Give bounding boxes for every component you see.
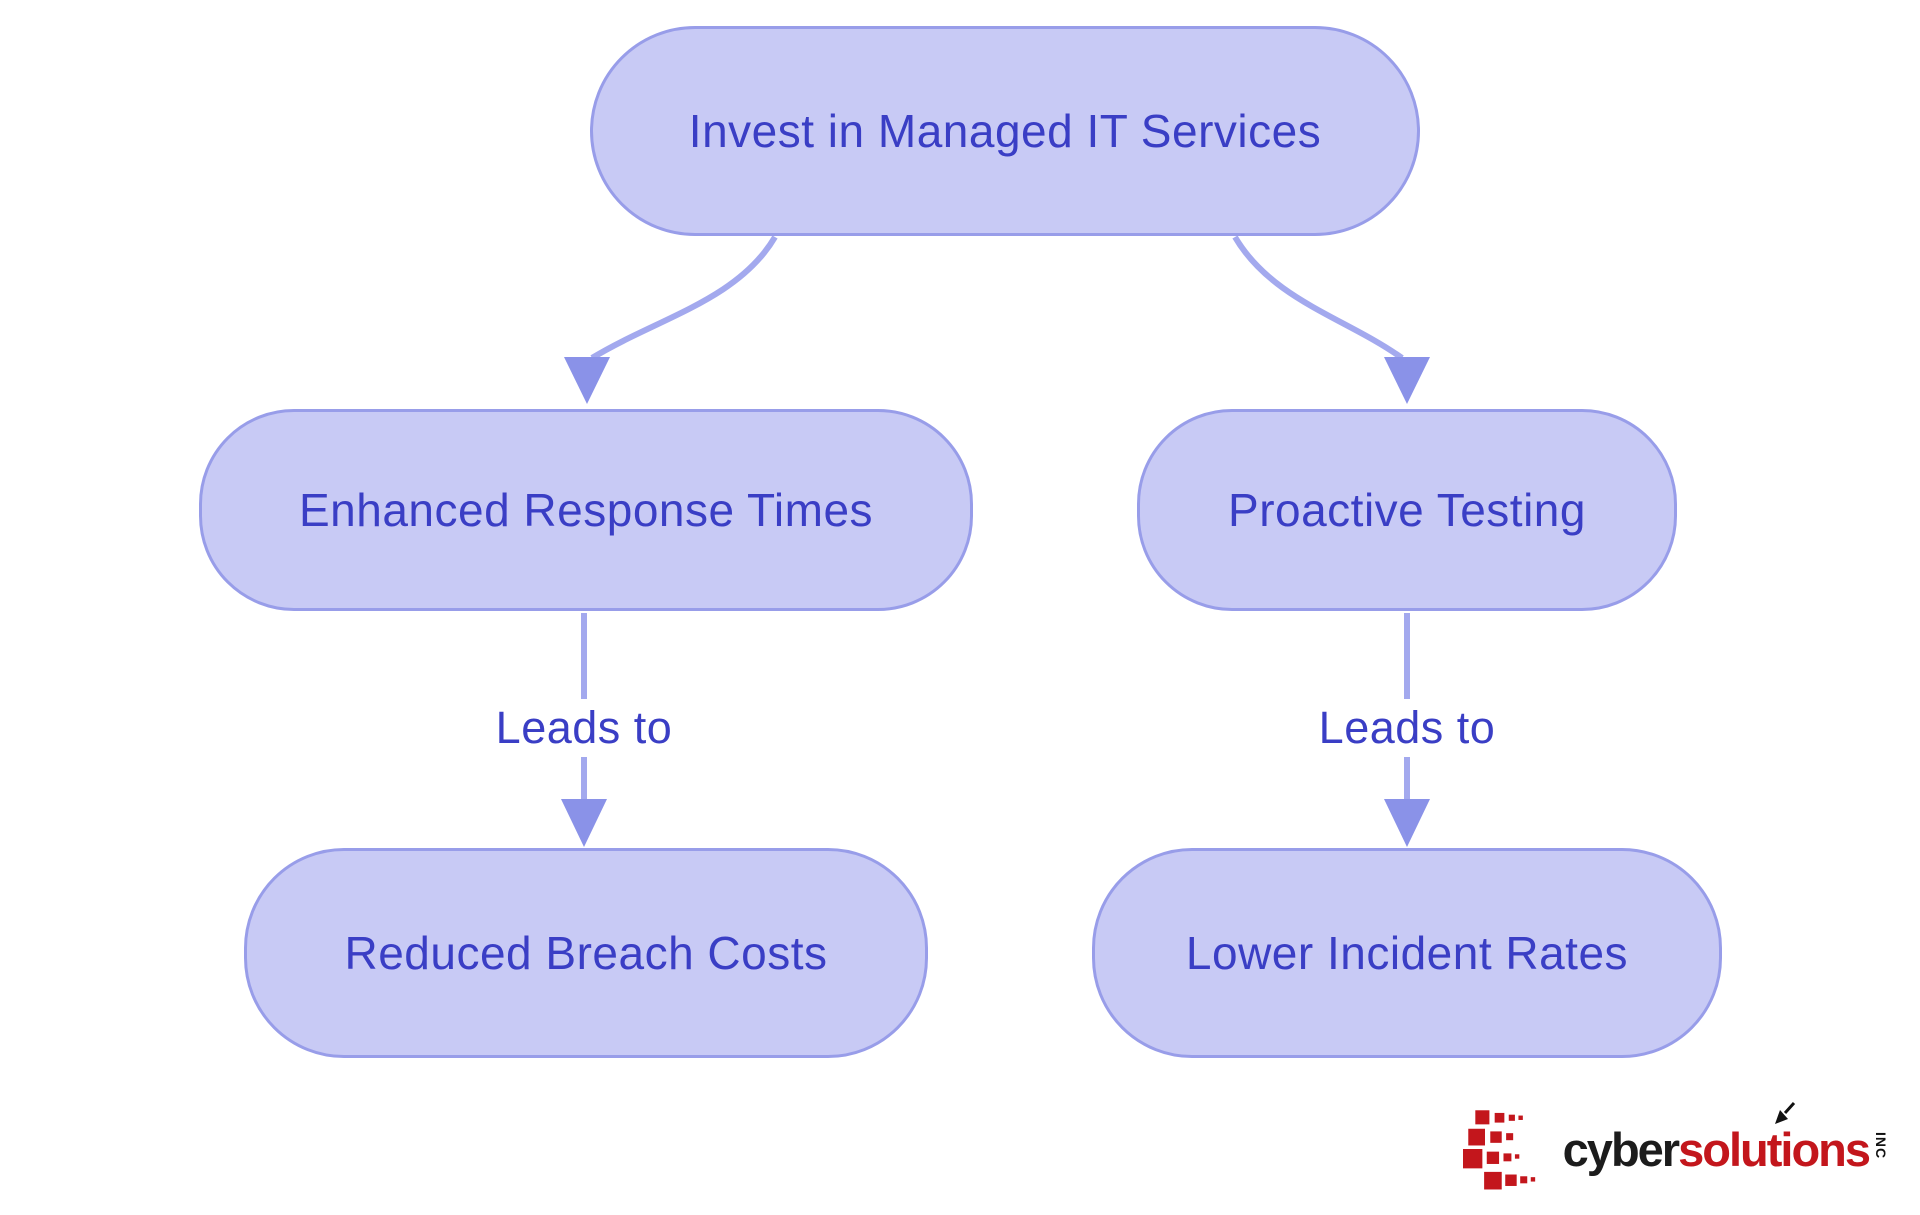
node-lower-incident-rates: Lower Incident Rates	[1092, 848, 1722, 1058]
arrowhead-icon	[564, 357, 610, 404]
logo-letter-i: i	[1775, 1101, 1796, 1173]
edge-invest-enhanced	[590, 235, 778, 361]
arrowhead-icon	[561, 799, 607, 847]
arrowhead-icon	[1384, 799, 1430, 847]
edge-invest-proactive	[1232, 235, 1404, 361]
pixel-burst-icon	[1462, 1110, 1535, 1190]
arrowhead-icon	[1384, 357, 1430, 404]
logo-word-ons: ons	[1791, 1122, 1871, 1176]
logo-inc-suffix: INC	[1873, 1132, 1889, 1160]
edge-label-leads-to-right: Leads to	[1318, 702, 1496, 753]
node-proactive-testing: Proactive Testing	[1137, 409, 1677, 611]
node-invest-managed-it-services: Invest in Managed IT Services	[590, 26, 1420, 236]
cursor-arrow-icon	[1775, 1101, 1796, 1124]
logo-word-solut: solut	[1678, 1122, 1782, 1176]
node-enhanced-response-times: Enhanced Response Times	[199, 409, 973, 611]
node-reduced-breach-costs: Reduced Breach Costs	[244, 848, 928, 1058]
edge-label-leads-to-left: Leads to	[495, 702, 673, 753]
logo-word-cyber: cyber	[1562, 1122, 1680, 1176]
